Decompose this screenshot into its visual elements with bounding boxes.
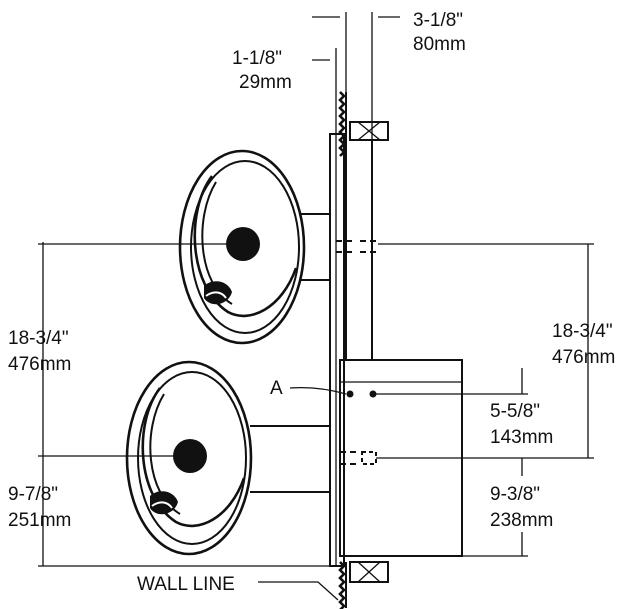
upper-bowl-basin: [193, 175, 298, 318]
upper-bowl-rim: [178, 149, 306, 345]
label-right-mid-line2: 143mm: [490, 427, 553, 448]
label-left-lower-line1: 9-7/8": [8, 484, 58, 505]
point-a-leader: [289, 386, 347, 395]
wall-line-leader: [258, 581, 339, 601]
frame-outer: [329, 133, 345, 567]
upper-bowl: [178, 149, 330, 345]
point-a-dot-1: [346, 390, 354, 398]
label-right-upper-line2: 476mm: [552, 347, 615, 368]
point-a-dot-2: [369, 390, 377, 398]
label-left-upper-line2: 476mm: [8, 354, 71, 375]
wall-hatch: [338, 91, 346, 157]
bottom-bracket-x2: [357, 561, 381, 583]
wall-section: [338, 91, 389, 609]
hidden-lower-box: [361, 451, 377, 465]
label-point-a: A: [270, 378, 283, 399]
labels: 3-1/8" 80mm 1-1/8" 29mm 18-3/4" 476mm 18…: [8, 10, 615, 595]
top-bracket: [349, 121, 389, 141]
label-wall-line: WALL LINE: [137, 574, 235, 595]
label-right-upper-line1: 18-3/4": [552, 321, 613, 342]
bottom-bracket: [349, 561, 389, 583]
lower-bowl: [125, 360, 330, 556]
lower-bowl-basin: [141, 387, 246, 528]
dimension-lines: [38, 12, 594, 601]
label-top-left-line2: 29mm: [239, 72, 292, 93]
label-right-lower-line1: 9-3/8": [490, 484, 540, 505]
lower-bowl-inner: [137, 371, 247, 545]
upper-bubbler-hl: [205, 291, 227, 299]
label-top-left-line1: 1-1/8": [232, 48, 282, 69]
label-right-lower-line2: 238mm: [490, 510, 553, 531]
top-bracket-x2: [357, 121, 381, 141]
wall-hatch-bottom: [338, 561, 346, 609]
mounting-frame: [329, 133, 463, 567]
label-top-right-line2: 80mm: [413, 34, 466, 55]
lower-bubbler-hl: [151, 501, 173, 509]
upper-bowl-inner: [190, 160, 300, 334]
label-left-lower-line2: 251mm: [8, 510, 71, 531]
lower-bowl-rim: [125, 360, 253, 556]
label-left-upper-line1: 18-3/4": [8, 328, 69, 349]
label-top-right-line1: 3-1/8": [413, 10, 463, 31]
label-right-mid-line1: 5-5/8": [490, 401, 540, 422]
